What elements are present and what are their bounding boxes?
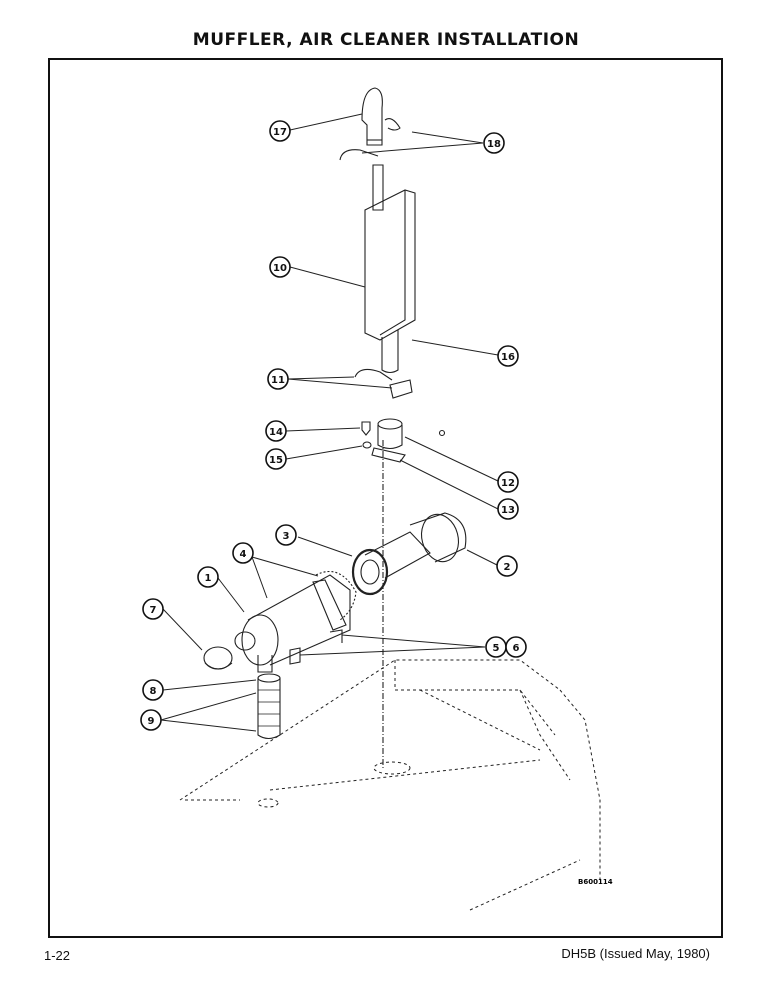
washer-part xyxy=(362,441,372,449)
callout-10: 10 xyxy=(269,256,291,278)
svg-text:8: 8 xyxy=(150,686,157,697)
illustration-frame xyxy=(48,58,723,938)
callout-4: 4 xyxy=(232,542,254,564)
callout-17: 17 xyxy=(269,120,291,142)
svg-text:6: 6 xyxy=(513,643,520,654)
callout-15: 15 xyxy=(265,448,287,470)
svg-text:7: 7 xyxy=(150,605,157,616)
clamp-part xyxy=(339,118,401,161)
svg-text:3: 3 xyxy=(283,531,290,542)
callout-1: 1 xyxy=(197,566,219,588)
callout-9: 9 xyxy=(140,709,162,731)
callout-3: 3 xyxy=(275,524,297,546)
outlet-part xyxy=(257,655,273,673)
air-cleaner-cover-part xyxy=(409,512,467,563)
callout-18: 18 xyxy=(483,132,505,154)
bolt-part xyxy=(361,421,371,436)
manual-issue: DH5B (Issued May, 1980) xyxy=(561,946,710,961)
svg-text:4: 4 xyxy=(240,549,247,560)
svg-text:15: 15 xyxy=(269,455,283,466)
svg-text:18: 18 xyxy=(487,139,501,150)
callout-2: 2 xyxy=(496,555,518,577)
callout-11: 11 xyxy=(267,368,289,390)
adapter-part xyxy=(371,418,406,463)
callout-5: 5 xyxy=(485,636,507,658)
engine-hood-outline xyxy=(179,659,601,911)
muffler-part xyxy=(364,189,416,374)
svg-text:9: 9 xyxy=(148,716,155,727)
hose-part xyxy=(257,673,281,740)
svg-text:13: 13 xyxy=(501,505,515,516)
svg-text:12: 12 xyxy=(501,478,515,489)
page-number: 1-22 xyxy=(44,948,71,963)
svg-text:11: 11 xyxy=(271,375,285,386)
svg-text:2: 2 xyxy=(504,562,511,573)
drawing-number: B600114 xyxy=(578,878,613,886)
svg-text:5: 5 xyxy=(493,643,500,654)
svg-text:16: 16 xyxy=(501,352,515,363)
air-cleaner-body-part xyxy=(234,574,351,666)
callout-13: 13 xyxy=(497,498,519,520)
svg-text:17: 17 xyxy=(273,127,287,138)
page-title: MUFFLER, AIR CLEANER INSTALLATION xyxy=(192,30,580,50)
dust-cap-part xyxy=(203,646,233,670)
svg-text:14: 14 xyxy=(269,427,283,438)
callout-12: 12 xyxy=(497,471,519,493)
callout-6: 6 xyxy=(505,636,527,658)
exhaust-cap-part xyxy=(361,87,383,146)
svg-text:1: 1 xyxy=(205,573,212,584)
clamp-ring-part xyxy=(315,571,357,621)
callout-7: 7 xyxy=(142,598,164,620)
callout-14: 14 xyxy=(265,420,287,442)
filter-element-part xyxy=(351,531,431,596)
callout-8: 8 xyxy=(142,679,164,701)
callout-16: 16 xyxy=(497,345,519,367)
svg-text:10: 10 xyxy=(273,263,287,274)
u-bolt-bracket-part xyxy=(354,368,413,399)
mount-strap-part xyxy=(289,647,301,665)
